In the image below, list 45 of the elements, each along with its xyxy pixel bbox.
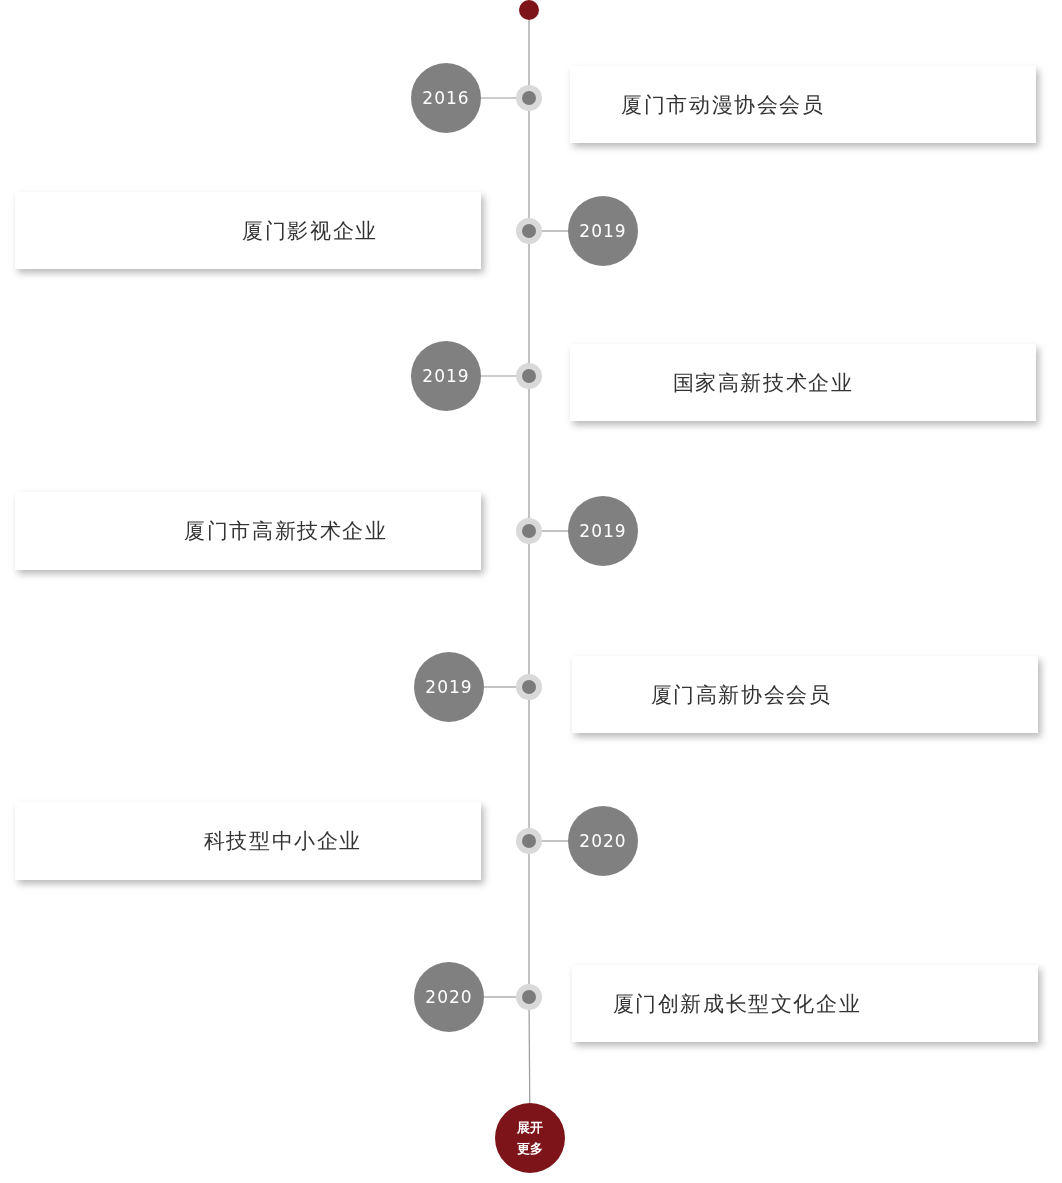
- year-badge: 2019: [414, 652, 484, 722]
- timeline-line: [528, 19, 530, 86]
- connector-line: [541, 230, 569, 232]
- connector-line: [480, 375, 517, 377]
- timeline-dot: [516, 984, 542, 1010]
- year-badge: 2020: [568, 806, 638, 876]
- milestone-label: 厦门创新成长型文化企业: [612, 990, 862, 1018]
- connector-line: [480, 97, 517, 99]
- milestone-card: [570, 344, 1036, 421]
- milestone-card: [15, 192, 481, 269]
- connector-line: [483, 686, 517, 688]
- timeline-line: [528, 1009, 531, 1104]
- timeline-dot: [516, 674, 542, 700]
- milestone-card: [572, 656, 1038, 733]
- milestone-card: [15, 492, 481, 570]
- milestone-card: [15, 802, 481, 880]
- timeline-start-dot: [519, 0, 539, 20]
- timeline-dot: [516, 518, 542, 544]
- timeline-line: [528, 243, 530, 364]
- timeline-line: [528, 110, 530, 219]
- milestone-label: 科技型中小企业: [203, 828, 363, 855]
- milestone-card: [572, 965, 1038, 1042]
- timeline-dot: [516, 218, 542, 244]
- expand-button: 展开更多: [495, 1103, 565, 1173]
- milestone-card: [570, 66, 1036, 143]
- milestone-label: 厦门影视企业: [242, 217, 378, 245]
- connector-line: [483, 996, 517, 998]
- milestone-label: 厦门市高新技术企业: [184, 518, 388, 545]
- connector-line: [541, 530, 569, 532]
- milestone-label: 厦门市动漫协会会员: [621, 91, 825, 119]
- timeline-line: [528, 388, 530, 519]
- year-badge: 2019: [411, 341, 481, 411]
- timeline-line: [528, 853, 530, 985]
- milestone-label: 国家高新技术企业: [672, 369, 854, 397]
- connector-line: [541, 840, 569, 842]
- timeline-dot: [516, 85, 542, 111]
- year-badge: 2020: [414, 962, 484, 1032]
- timeline-dot: [516, 828, 542, 854]
- timeline-line: [528, 699, 530, 829]
- year-badge: 2019: [568, 496, 638, 566]
- year-badge: 2016: [411, 63, 481, 133]
- year-badge: 2019: [568, 196, 638, 266]
- timeline-line: [528, 543, 530, 675]
- milestone-label: 厦门高新协会会员: [650, 681, 832, 709]
- timeline-dot: [516, 363, 542, 389]
